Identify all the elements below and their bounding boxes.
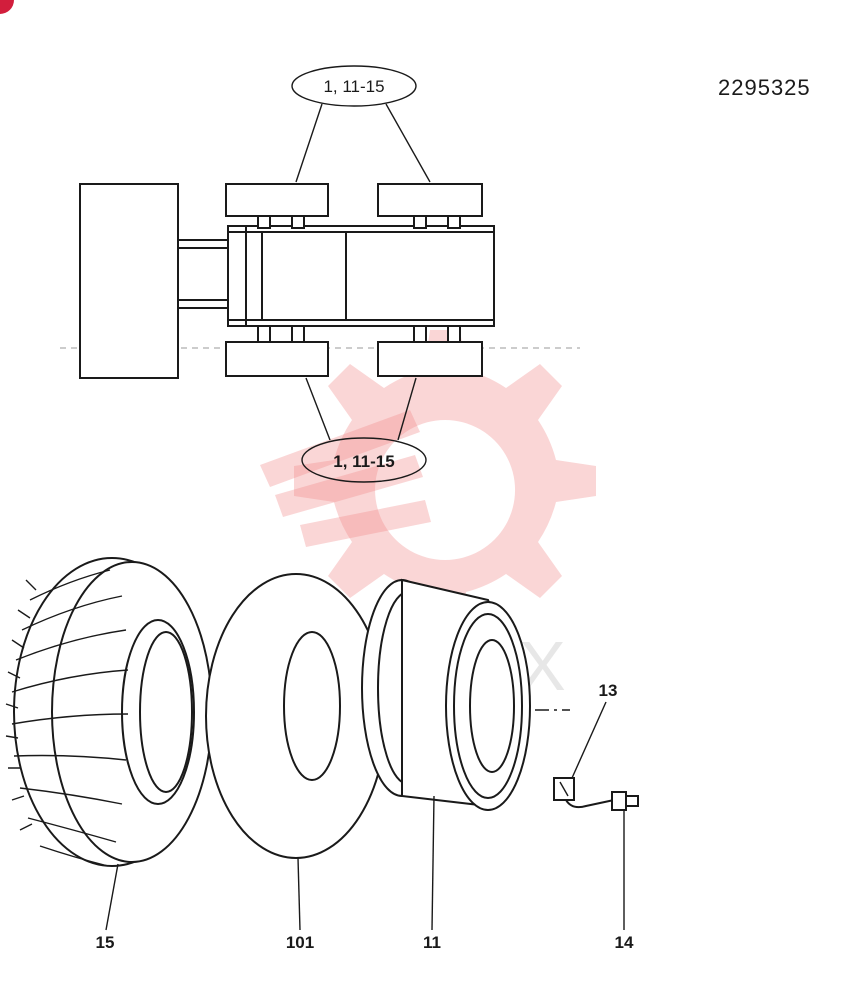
tire: [5, 557, 213, 867]
machine-top-view: [60, 183, 580, 379]
callout-bottom-label: 1, 11-15: [333, 452, 394, 471]
wheel-rear-left: [377, 183, 483, 217]
part-label-101: 101: [286, 933, 314, 952]
valve: [565, 791, 639, 811]
chassis-body: [227, 225, 495, 327]
callout-top-bubble: [291, 65, 417, 107]
wheel-front-left: [225, 183, 329, 217]
part-label-11: 11: [423, 933, 441, 952]
corner-badge-icon: [0, 0, 14, 14]
part-label-15: 15: [96, 933, 115, 952]
wheel-front-right: [225, 341, 329, 377]
callout-bottom-bubble: [301, 437, 427, 483]
rim: [361, 578, 531, 811]
part-label-13: 13: [599, 681, 618, 700]
front-implement: [79, 183, 179, 379]
flap-ring: [205, 573, 387, 859]
callout-top: 1, 11-15: [291, 65, 431, 183]
callout-top-label: 1, 11-15: [323, 77, 384, 96]
part-label-14: 14: [615, 933, 634, 952]
watermark-gear-logo: [260, 330, 596, 632]
callout-bottom: 1, 11-15: [301, 377, 427, 483]
valve-clamp: [553, 777, 575, 801]
wheel-rear-right: [377, 341, 483, 377]
document-number: 2295325: [718, 75, 811, 100]
